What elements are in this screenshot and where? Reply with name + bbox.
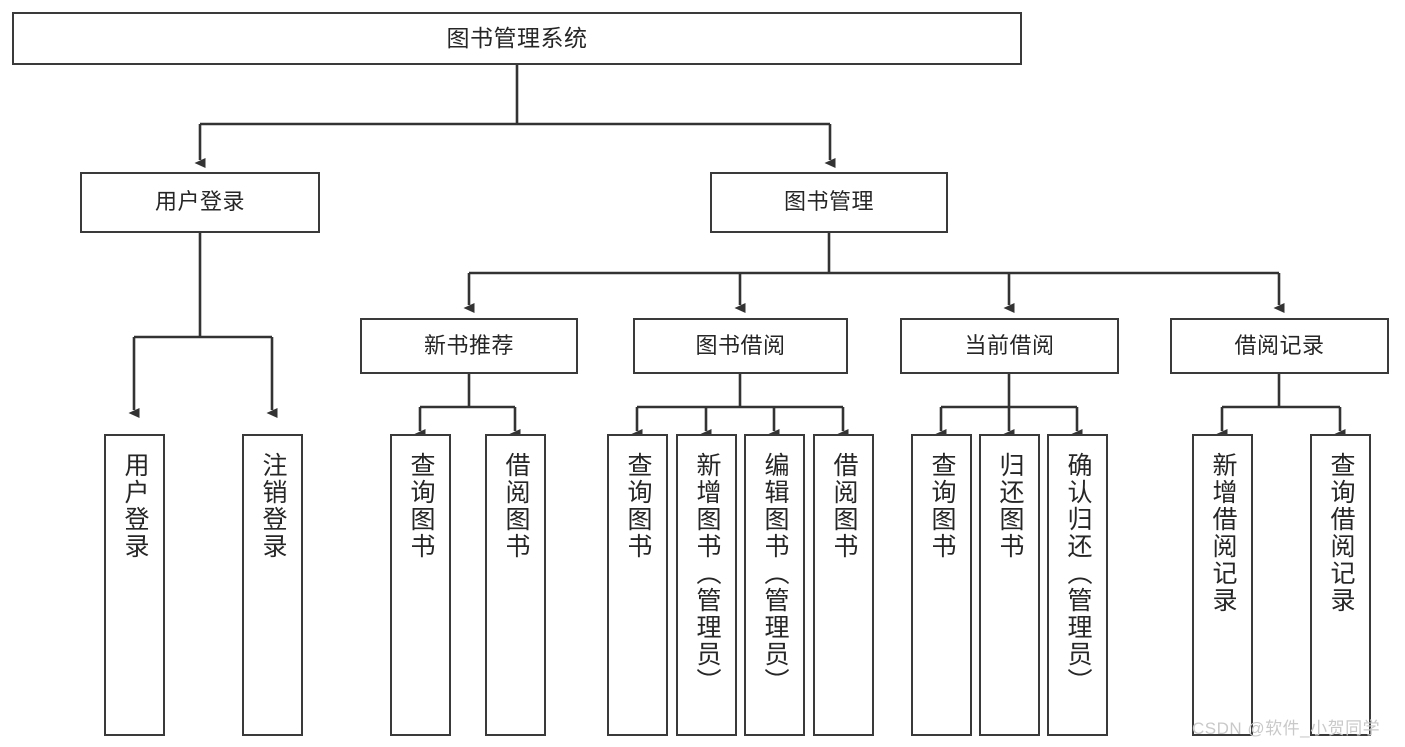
node-label: 新增图书（管理员）	[693, 452, 721, 695]
node-user-login[interactable]: 用户登录	[80, 172, 320, 233]
watermark-csdn: CSDN @软件_小贺同学	[1192, 719, 1381, 738]
leaf-query-book-new-recommend[interactable]: 查询图书	[390, 434, 451, 736]
node-label: 借阅图书	[502, 452, 530, 560]
node-borrow-record[interactable]: 借阅记录	[1170, 318, 1389, 374]
leaf-user-login[interactable]: 用户登录	[104, 434, 165, 736]
node-label: 查询借阅记录	[1327, 452, 1355, 614]
leaf-edit-book-admin[interactable]: 编辑图书（管理员）	[744, 434, 805, 736]
node-label: 归还图书	[996, 452, 1024, 560]
node-label: 新书推荐	[423, 332, 514, 358]
node-new-book-recommend[interactable]: 新书推荐	[360, 318, 578, 374]
node-root-book-management-system[interactable]: 图书管理系统	[12, 12, 1022, 65]
leaf-confirm-return-admin[interactable]: 确认归还（管理员）	[1047, 434, 1108, 736]
node-label: 新增借阅记录	[1209, 452, 1237, 614]
node-label: 查询图书	[407, 452, 435, 560]
node-label: 编辑图书（管理员）	[761, 452, 789, 695]
leaf-query-borrow-record[interactable]: 查询借阅记录	[1310, 434, 1371, 736]
leaf-borrow-book-new-recommend[interactable]: 借阅图书	[485, 434, 546, 736]
node-label: 借阅记录	[1234, 332, 1325, 358]
node-label: 借阅图书	[830, 452, 858, 560]
leaf-user-logout[interactable]: 注销登录	[242, 434, 303, 736]
node-label: 当前借阅	[964, 332, 1055, 358]
node-book-borrow[interactable]: 图书借阅	[633, 318, 848, 374]
node-label: 查询图书	[624, 452, 652, 560]
node-label: 图书管理	[783, 189, 874, 215]
node-book-manage[interactable]: 图书管理	[710, 172, 948, 233]
leaf-query-book-borrow[interactable]: 查询图书	[607, 434, 668, 736]
node-label: 用户登录	[121, 452, 149, 560]
leaf-add-book-admin[interactable]: 新增图书（管理员）	[676, 434, 737, 736]
node-label: 注销登录	[259, 452, 287, 560]
leaf-query-book-current[interactable]: 查询图书	[911, 434, 972, 736]
node-label: 确认归还（管理员）	[1064, 452, 1092, 695]
leaf-borrow-book-borrow[interactable]: 借阅图书	[813, 434, 874, 736]
leaf-return-book[interactable]: 归还图书	[979, 434, 1040, 736]
node-label: 用户登录	[154, 189, 245, 215]
node-current-borrow[interactable]: 当前借阅	[900, 318, 1119, 374]
node-label: 图书借阅	[695, 332, 786, 358]
node-label: 查询图书	[928, 452, 956, 560]
leaf-add-borrow-record[interactable]: 新增借阅记录	[1192, 434, 1253, 736]
node-label: 图书管理系统	[446, 24, 588, 51]
